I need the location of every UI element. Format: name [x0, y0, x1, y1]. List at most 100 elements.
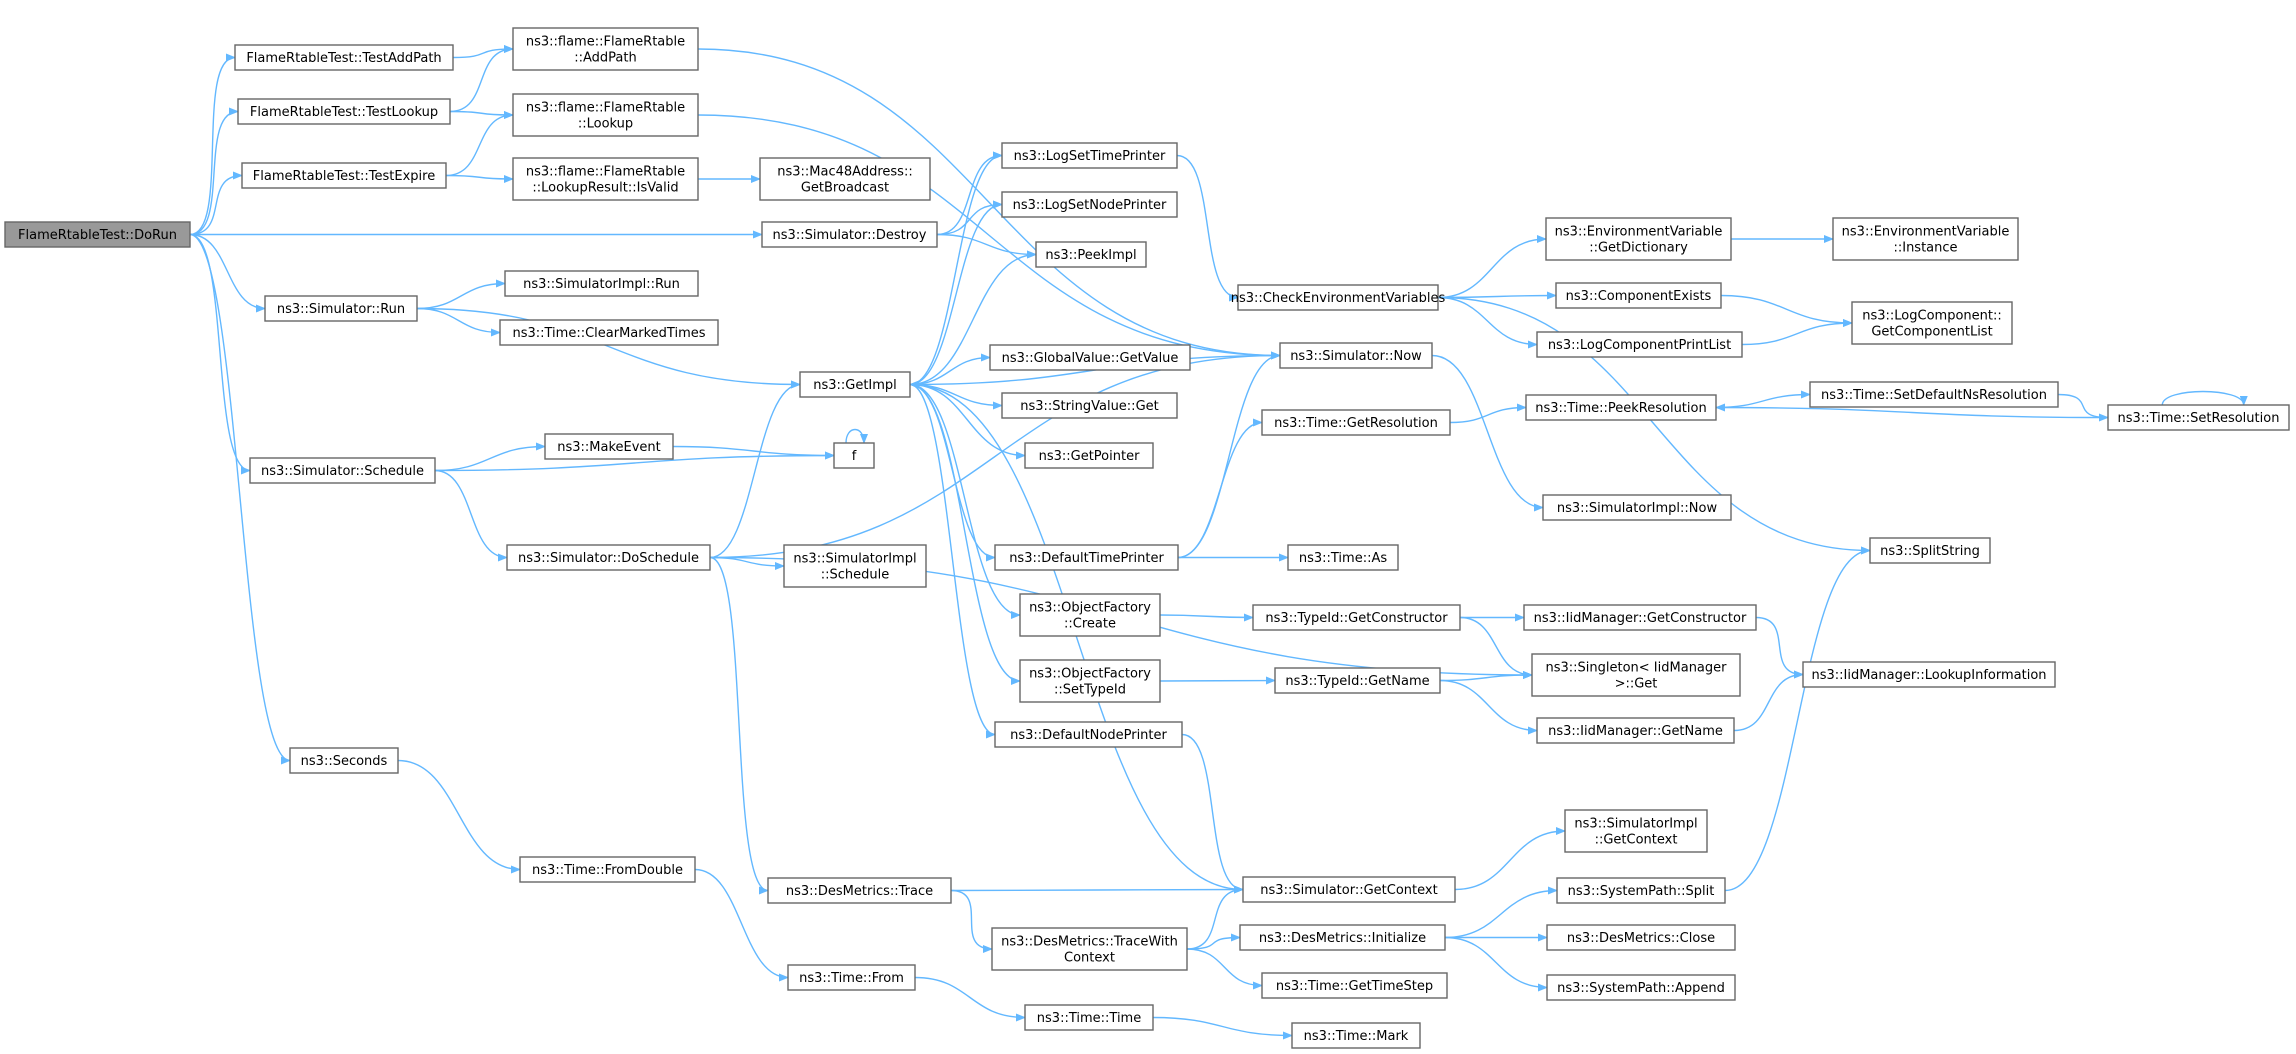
node-ofcreate[interactable]: ns3::ObjectFactory::Create	[1019, 593, 1161, 637]
edge-simnow-to-simimplnow	[1431, 354, 1544, 512]
node-envinstance[interactable]: ns3::EnvironmentVariable::Instance	[1832, 217, 2019, 261]
node-getpointer[interactable]: ns3::GetPointer	[1024, 442, 1154, 469]
edge-dorun-to-seconds	[189, 233, 291, 765]
node-getbroadcast-box	[759, 157, 931, 201]
node-deftimeprinter[interactable]: ns3::DefaultTimePrinter	[994, 544, 1179, 571]
edge-fromdouble-to-timefrom	[694, 868, 789, 982]
node-destracectx-label-line-1: Context	[1064, 951, 1115, 966]
node-globalvalue[interactable]: ns3::GlobalValue::GetValue	[989, 344, 1191, 371]
node-getpointer-label-line-0: ns3::GetPointer	[1039, 449, 1140, 464]
edge-deftimeprinter-to-simnow	[1177, 351, 1281, 559]
node-destroy-box	[761, 221, 938, 248]
node-gettimestep-box	[1261, 972, 1448, 999]
node-lookup-label-line-0: ns3::flame::FlameRtable	[526, 101, 685, 116]
node-fromdouble[interactable]: ns3::Time::FromDouble	[519, 856, 696, 883]
node-timetime[interactable]: ns3::Time::Time	[1024, 1004, 1154, 1031]
node-simgetctx[interactable]: ns3::Simulator::GetContext	[1242, 876, 1456, 903]
node-dorun[interactable]: FlameRtableTest::DoRun	[4, 221, 191, 248]
node-singleton[interactable]: ns3::Singleton< IidManager>::Get	[1531, 653, 1741, 697]
node-desclose[interactable]: ns3::DesMetrics::Close	[1546, 924, 1736, 951]
node-implschedule[interactable]: ns3::SimulatorImpl::Schedule	[783, 544, 927, 588]
node-destroy[interactable]: ns3::Simulator::Destroy	[761, 221, 938, 248]
node-testaddpath[interactable]: FlameRtableTest::TestAddPath	[234, 44, 454, 71]
node-simimplnow[interactable]: ns3::SimulatorImpl::Now	[1542, 494, 1732, 521]
node-isvalid[interactable]: ns3::flame::FlameRtable::LookupResult::I…	[512, 157, 699, 201]
node-addpath[interactable]: ns3::flame::FlameRtable::AddPath	[512, 27, 699, 71]
node-simimplrun[interactable]: ns3::SimulatorImpl::Run	[504, 270, 699, 297]
edge-destracectx-to-gettimestep	[1186, 948, 1263, 990]
node-gettimestep[interactable]: ns3::Time::GetTimeStep	[1261, 972, 1448, 999]
node-logcomplist[interactable]: ns3::LogComponentPrintList	[1536, 331, 1743, 358]
node-getbroadcast[interactable]: ns3::Mac48Address::GetBroadcast	[759, 157, 931, 201]
node-checkenv[interactable]: ns3::CheckEnvironmentVariables	[1231, 284, 1446, 311]
node-peekimpl[interactable]: ns3::PeekImpl	[1035, 241, 1147, 268]
node-setres[interactable]: ns3::Time::SetResolution	[2107, 404, 2290, 431]
node-singleton-label-line-0: ns3::Singleton< IidManager	[1545, 661, 1727, 676]
node-testexpire[interactable]: FlameRtableTest::TestExpire	[241, 162, 447, 189]
node-implgetctx-box	[1564, 809, 1708, 853]
node-tidgetctor-box	[1252, 604, 1461, 631]
edge-f-to-f	[845, 428, 868, 444]
edge-schedule-to-f	[434, 451, 835, 472]
node-implschedule-label-line-1: ::Schedule	[821, 568, 890, 583]
edge-destrace-to-simgetctx	[950, 885, 1244, 894]
node-timeas[interactable]: ns3::Time::As	[1287, 544, 1399, 571]
node-syssplit[interactable]: ns3::SystemPath::Split	[1556, 877, 1726, 904]
node-desinit[interactable]: ns3::DesMetrics::Initialize	[1239, 924, 1446, 951]
node-doschedule[interactable]: ns3::Simulator::DoSchedule	[506, 544, 711, 571]
node-setdefns[interactable]: ns3::Time::SetDefaultNsResolution	[1809, 381, 2059, 408]
node-getres-label-line-0: ns3::Time::GetResolution	[1274, 416, 1438, 431]
node-splitstring[interactable]: ns3::SplitString	[1869, 537, 1991, 564]
node-makeevent[interactable]: ns3::MakeEvent	[544, 433, 674, 460]
node-defnodeprinter[interactable]: ns3::DefaultNodePrinter	[994, 721, 1183, 748]
node-simimplnow-box	[1542, 494, 1732, 521]
node-envgetdict-label-line-0: ns3::EnvironmentVariable	[1555, 225, 1723, 240]
node-peekres[interactable]: ns3::Time::PeekResolution	[1525, 394, 1717, 421]
node-compexists[interactable]: ns3::ComponentExists	[1555, 282, 1722, 309]
node-timemark[interactable]: ns3::Time::Mark	[1291, 1022, 1421, 1049]
node-destrace[interactable]: ns3::DesMetrics::Trace	[767, 877, 952, 904]
edge-simgetctx-to-getimpl	[909, 380, 1244, 891]
node-implgetctx[interactable]: ns3::SimulatorImpl::GetContext	[1564, 809, 1708, 853]
node-getres[interactable]: ns3::Time::GetResolution	[1261, 409, 1451, 436]
node-logsetnode[interactable]: ns3::LogSetNodePrinter	[1001, 191, 1178, 218]
edge-run-to-getimpl	[416, 307, 801, 389]
node-stringvalue[interactable]: ns3::StringValue::Get	[1001, 392, 1178, 419]
edge-lookup-to-simnow	[697, 114, 1281, 360]
node-getimpl-box	[799, 371, 911, 398]
node-timemark-label-line-0: ns3::Time::Mark	[1304, 1029, 1409, 1044]
node-testlookup[interactable]: FlameRtableTest::TestLookup	[237, 98, 451, 125]
node-testlookup-label-line-0: FlameRtableTest::TestLookup	[250, 105, 438, 120]
edge-setres-to-setres	[2161, 390, 2248, 406]
node-clearmarked[interactable]: ns3::Time::ClearMarkedTimes	[499, 319, 719, 346]
edge-getimpl-to-ofsettypeid	[909, 383, 1021, 685]
node-iidgetname-box	[1536, 717, 1735, 744]
edge-run-to-simimplrun	[416, 279, 506, 310]
node-schedule[interactable]: ns3::Simulator::Schedule	[249, 457, 436, 484]
node-sysappend[interactable]: ns3::SystemPath::Append	[1546, 974, 1736, 1001]
node-ofsettypeid[interactable]: ns3::ObjectFactory::SetTypeId	[1019, 659, 1161, 703]
edge-testlookup-to-addpath	[449, 45, 514, 113]
node-iidgetname-label-line-0: ns3::IidManager::GetName	[1548, 724, 1723, 739]
node-tidgetname-label-line-0: ns3::TypeId::GetName	[1285, 674, 1429, 689]
edge-makeevent-to-f	[672, 445, 835, 460]
node-timefrom[interactable]: ns3::Time::From	[787, 964, 916, 991]
node-seconds[interactable]: ns3::Seconds	[289, 747, 399, 774]
node-lookup[interactable]: ns3::flame::FlameRtable::Lookup	[512, 93, 699, 137]
node-envgetdict[interactable]: ns3::EnvironmentVariable::GetDictionary	[1545, 217, 1732, 261]
node-getcomplist[interactable]: ns3::LogComponent::GetComponentList	[1851, 301, 2013, 345]
edge-doschedule-to-getimpl	[709, 380, 801, 559]
node-lookupinfo[interactable]: ns3::IidManager::LookupInformation	[1802, 661, 2056, 688]
call-edges	[189, 45, 2248, 1040]
node-iidgetctor[interactable]: ns3::IidManager::GetConstructor	[1523, 604, 1757, 631]
node-getcomplist-label-line-1: GetComponentList	[1871, 325, 1992, 340]
node-getimpl[interactable]: ns3::GetImpl	[799, 371, 911, 398]
node-tidgetname[interactable]: ns3::TypeId::GetName	[1274, 667, 1441, 694]
node-tidgetctor[interactable]: ns3::TypeId::GetConstructor	[1252, 604, 1461, 631]
node-run[interactable]: ns3::Simulator::Run	[264, 295, 418, 322]
node-f[interactable]: f	[833, 442, 875, 469]
node-simnow[interactable]: ns3::Simulator::Now	[1279, 342, 1433, 369]
node-iidgetname[interactable]: ns3::IidManager::GetName	[1536, 717, 1735, 744]
node-logsettime[interactable]: ns3::LogSetTimePrinter	[1001, 142, 1178, 169]
